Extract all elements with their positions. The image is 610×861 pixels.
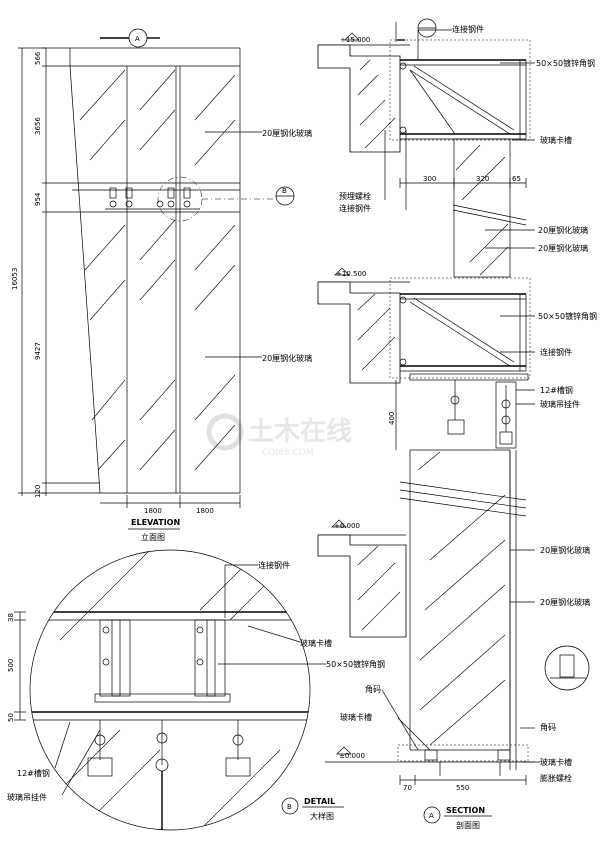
label-glass-a: 20厘钢化玻璃 — [538, 225, 588, 235]
level-10-5: +10.500 — [336, 270, 366, 278]
detail-dim-38: 38 — [7, 613, 15, 622]
elevation-dimensions-horizontal: 1800 1800 — [100, 495, 241, 515]
label-glass-clip-bottom: 玻璃卡槽 — [340, 712, 372, 722]
elevation-glass-label-bottom: 20厘钢化玻璃 — [262, 353, 312, 363]
elevation-glass-outline — [69, 65, 241, 494]
label-glass-b: 20厘钢化玻璃 — [538, 243, 588, 253]
detail-title-marker — [281, 797, 299, 815]
detail-circle — [29, 549, 311, 831]
elevation-detail-marker-label: B — [282, 187, 287, 195]
detail-dim-50: 50 — [7, 713, 15, 722]
elevation-dim-1800-b: 1800 — [196, 507, 214, 515]
section-dim-300: 300 — [423, 175, 436, 183]
label-angle-top: 50×50镀锌角钢 — [536, 58, 595, 68]
label-corner-code-right: 角码 — [540, 722, 556, 732]
watermark: 土木在线 COI88.COM — [206, 413, 352, 458]
detail-title-marker-label: B — [287, 803, 292, 811]
level-15: +15.000 — [340, 36, 370, 44]
elevation-hangers — [105, 187, 200, 210]
detail-label-clip: 玻璃卡槽 — [300, 638, 332, 648]
clip-detail-circle — [544, 645, 590, 691]
section-dim-400: 400 — [388, 412, 396, 425]
section-title-marker — [423, 806, 441, 824]
detail-label-hanger: 玻璃吊挂件 — [7, 792, 47, 802]
elevation-title-cn: 立面图 — [141, 532, 165, 542]
detail-view: 连接钢件 玻璃卡槽 50×50镀锌角钢 12#槽钢 玻璃吊挂件 38 500 5… — [7, 549, 385, 831]
label-glass-d: 20厘钢化玻璃 — [540, 597, 590, 607]
label-corner-code: 角码 — [365, 684, 381, 694]
label-angle-mid: 50×50镀锌角钢 — [538, 311, 597, 321]
elevation-section-marker-label: A — [135, 35, 140, 43]
elevation-title-en: ELEVATION — [131, 518, 180, 527]
label-embed-bolt: 预埋螺栓 — [339, 191, 371, 201]
label-clip-right: 玻璃卡槽 — [540, 757, 572, 767]
label-glass-clip-top: 玻璃卡槽 — [540, 135, 572, 145]
elevation-dimensions-vertical: 566 3656 954 9427 120 16053 — [11, 47, 100, 498]
detail-hanger-left — [87, 757, 113, 777]
section-title-marker-label: A — [429, 812, 434, 820]
section-dim-65: 65 — [512, 175, 521, 183]
detail-label-angle: 50×50镀锌角钢 — [326, 659, 385, 669]
section-view: +15.000 连接钢件 50×50镀锌角钢 玻璃卡槽 — [317, 18, 597, 830]
watermark-text: 土木在线 — [248, 417, 352, 447]
section-dim-550: 550 — [456, 784, 469, 792]
label-connector-top: 连接钢件 — [452, 24, 484, 34]
section-title-en: SECTION — [446, 806, 485, 815]
detail-label-connector: 连接钢件 — [258, 560, 290, 570]
label-channel: 12#槽钢 — [540, 385, 573, 395]
label-glass-c: 20厘钢化玻璃 — [540, 545, 590, 555]
glass-panel-lower — [409, 449, 511, 751]
detail-label-channel: 12#槽钢 — [17, 768, 50, 778]
slab-middle — [317, 281, 401, 384]
elevation-dim-3656: 3656 — [34, 117, 42, 135]
hanger-right — [499, 431, 513, 445]
detail-title-en: DETAIL — [304, 797, 335, 806]
elevation-dim-1800-a: 1800 — [144, 507, 162, 515]
elevation-dim-954: 954 — [34, 192, 42, 206]
elevation-dim-total: 16053 — [11, 268, 19, 290]
level-0: ±0.000 — [339, 752, 365, 760]
elevation-dim-566: 566 — [34, 51, 42, 65]
detail-hanger-right — [225, 757, 251, 777]
label-expansion-bolt: 膨胀螺栓 — [540, 773, 572, 783]
slab-lower — [317, 534, 407, 638]
label-hanger: 玻璃吊挂件 — [540, 399, 580, 409]
detail-title-cn: 大样图 — [310, 811, 334, 821]
detail-dim-500: 500 — [7, 659, 15, 672]
section-dim-70: 70 — [403, 784, 412, 792]
elevation-dim-9427: 9427 — [34, 342, 42, 360]
elevation-dim-120: 120 — [34, 485, 42, 498]
channel-steel — [409, 373, 529, 381]
watermark-logo-icon — [206, 413, 244, 451]
level-6: +6.000 — [334, 522, 360, 530]
watermark-subtext: COI88.COM — [262, 448, 313, 458]
slab-top — [317, 44, 401, 153]
elevation-view: A — [11, 28, 312, 542]
label-connector-embed: 连接钢件 — [339, 203, 371, 213]
glass-panel-upper — [453, 138, 511, 278]
hanger-left — [447, 419, 465, 435]
section-title-cn: 剖面图 — [456, 820, 480, 830]
elevation-glass-label-top: 20厘钢化玻璃 — [262, 128, 312, 138]
label-connector-mid: 连接钢件 — [540, 347, 572, 357]
